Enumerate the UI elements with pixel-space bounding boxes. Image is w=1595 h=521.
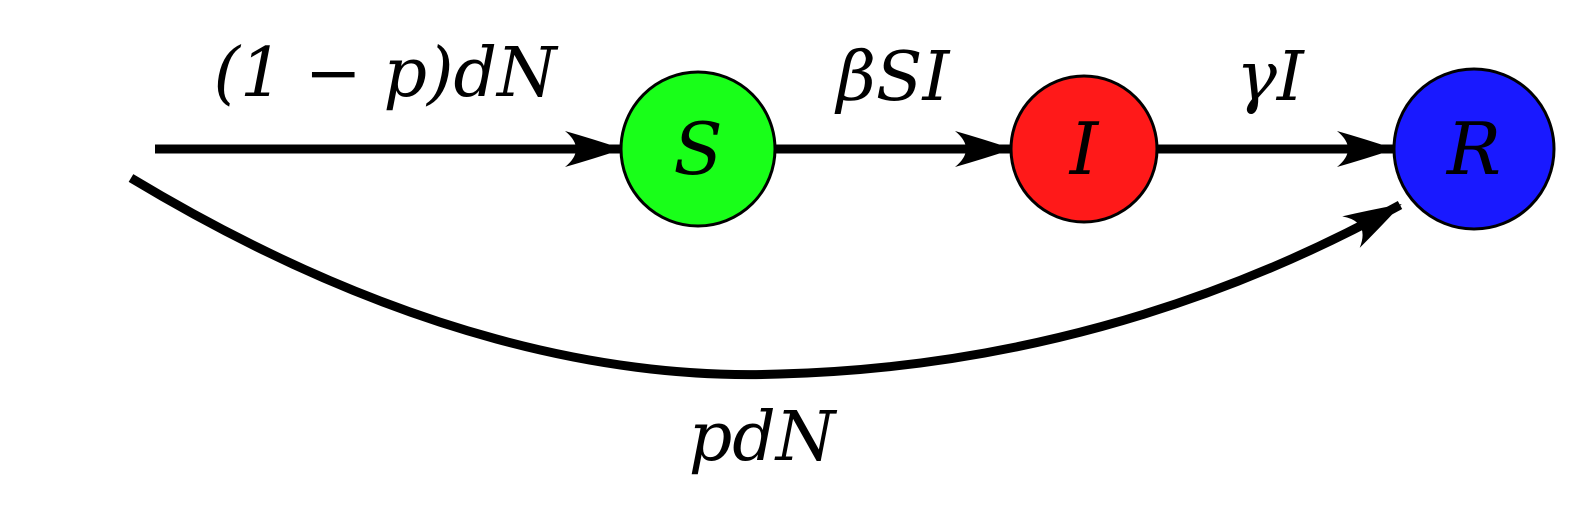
edge-infection-label: βSI bbox=[834, 38, 951, 117]
edge-recovery: γI bbox=[1157, 38, 1395, 167]
node-r-circle bbox=[1392, 67, 1556, 231]
edge-vaccination-label: pdN bbox=[689, 398, 838, 477]
edge-infection: βSI bbox=[775, 38, 1013, 167]
node-s-circle bbox=[619, 70, 777, 228]
node-i-circle bbox=[1009, 74, 1159, 224]
edge-inflow-label: (1 − p)dN bbox=[213, 34, 559, 113]
node-i: I bbox=[1009, 74, 1159, 224]
edge-vaccination: pdN bbox=[128, 174, 1403, 477]
edge-inflow: (1 − p)dN bbox=[155, 34, 623, 167]
edge-vaccination-curve bbox=[128, 174, 1403, 380]
node-i-label: I bbox=[1068, 107, 1100, 191]
node-s-label: S bbox=[673, 107, 722, 191]
node-s: S bbox=[619, 70, 777, 228]
edge-recovery-label: γI bbox=[1236, 38, 1305, 117]
node-r-label: R bbox=[1445, 107, 1501, 191]
node-r: R bbox=[1392, 67, 1556, 231]
